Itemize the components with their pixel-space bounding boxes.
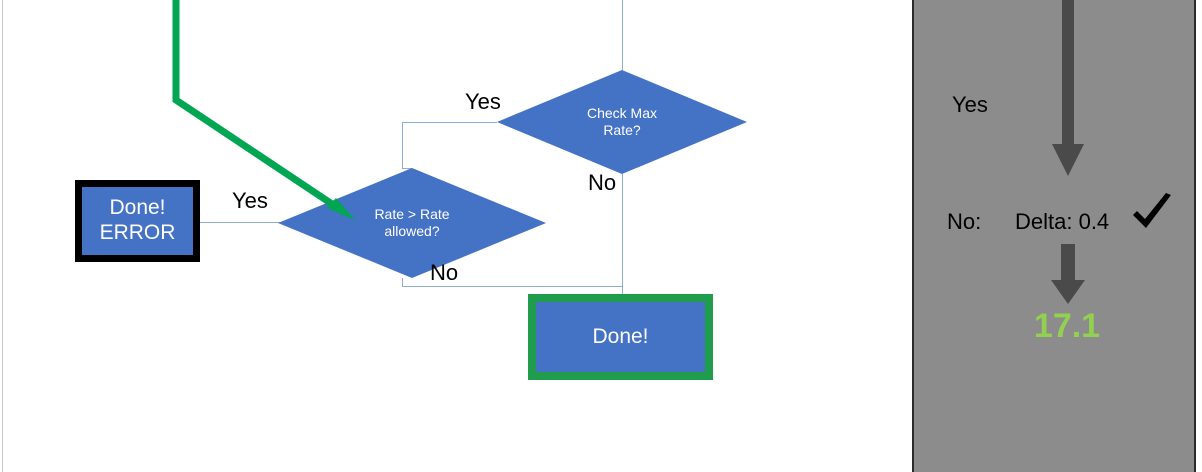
connector-max-rate-no-vertical xyxy=(622,174,623,296)
side-panel xyxy=(912,0,1196,472)
connector-max-rate-yes-entry xyxy=(402,168,412,169)
terminal-label-line1: Done! xyxy=(109,196,166,220)
terminal-done-error-label: Done! ERROR xyxy=(100,196,176,246)
edge-label-max-rate-yes: Yes xyxy=(465,89,501,114)
panel-result-value: 17.1 xyxy=(1033,307,1101,345)
connector-max-rate-yes-horizontal xyxy=(402,122,497,123)
decision-check-max-rate[interactable]: Check Max Rate? xyxy=(497,70,747,174)
terminal-label-line2: ERROR xyxy=(99,221,176,244)
connector-top-into-check-max-rate xyxy=(622,0,623,70)
terminal-done[interactable]: Done! xyxy=(528,294,713,380)
diamond-shape-rate-gt-rate-allowed xyxy=(278,168,546,278)
connector-rate-no-vertical xyxy=(402,278,403,287)
panel-no-label: No: xyxy=(947,209,982,234)
down-arrow-icon-bottom xyxy=(1051,244,1085,304)
terminal-label-line1: Done! xyxy=(592,324,649,348)
down-arrow-icon-top xyxy=(1052,0,1084,176)
panel-delta-value: Delta: 0.4 xyxy=(1015,209,1110,234)
terminal-done-error[interactable]: Done! ERROR xyxy=(75,180,200,262)
connector-rate-yes-horizontal xyxy=(200,222,280,223)
edge-label-rate-no: No xyxy=(430,260,459,285)
edge-label-max-rate-no: No xyxy=(588,170,617,195)
check-mark-icon xyxy=(1133,193,1171,228)
connector-max-rate-yes-vertical xyxy=(402,122,403,169)
slide-left-edge-rule xyxy=(2,0,3,472)
edge-label-rate-yes: Yes xyxy=(232,188,268,213)
panel-yes-label: Yes xyxy=(952,92,988,117)
decision-rate-gt-rate-allowed[interactable]: Rate > Rate allowed? xyxy=(278,168,546,278)
connector-rate-no-horizontal xyxy=(402,286,623,287)
terminal-done-label: Done! xyxy=(592,325,648,350)
diamond-shape-check-max-rate xyxy=(497,70,747,174)
